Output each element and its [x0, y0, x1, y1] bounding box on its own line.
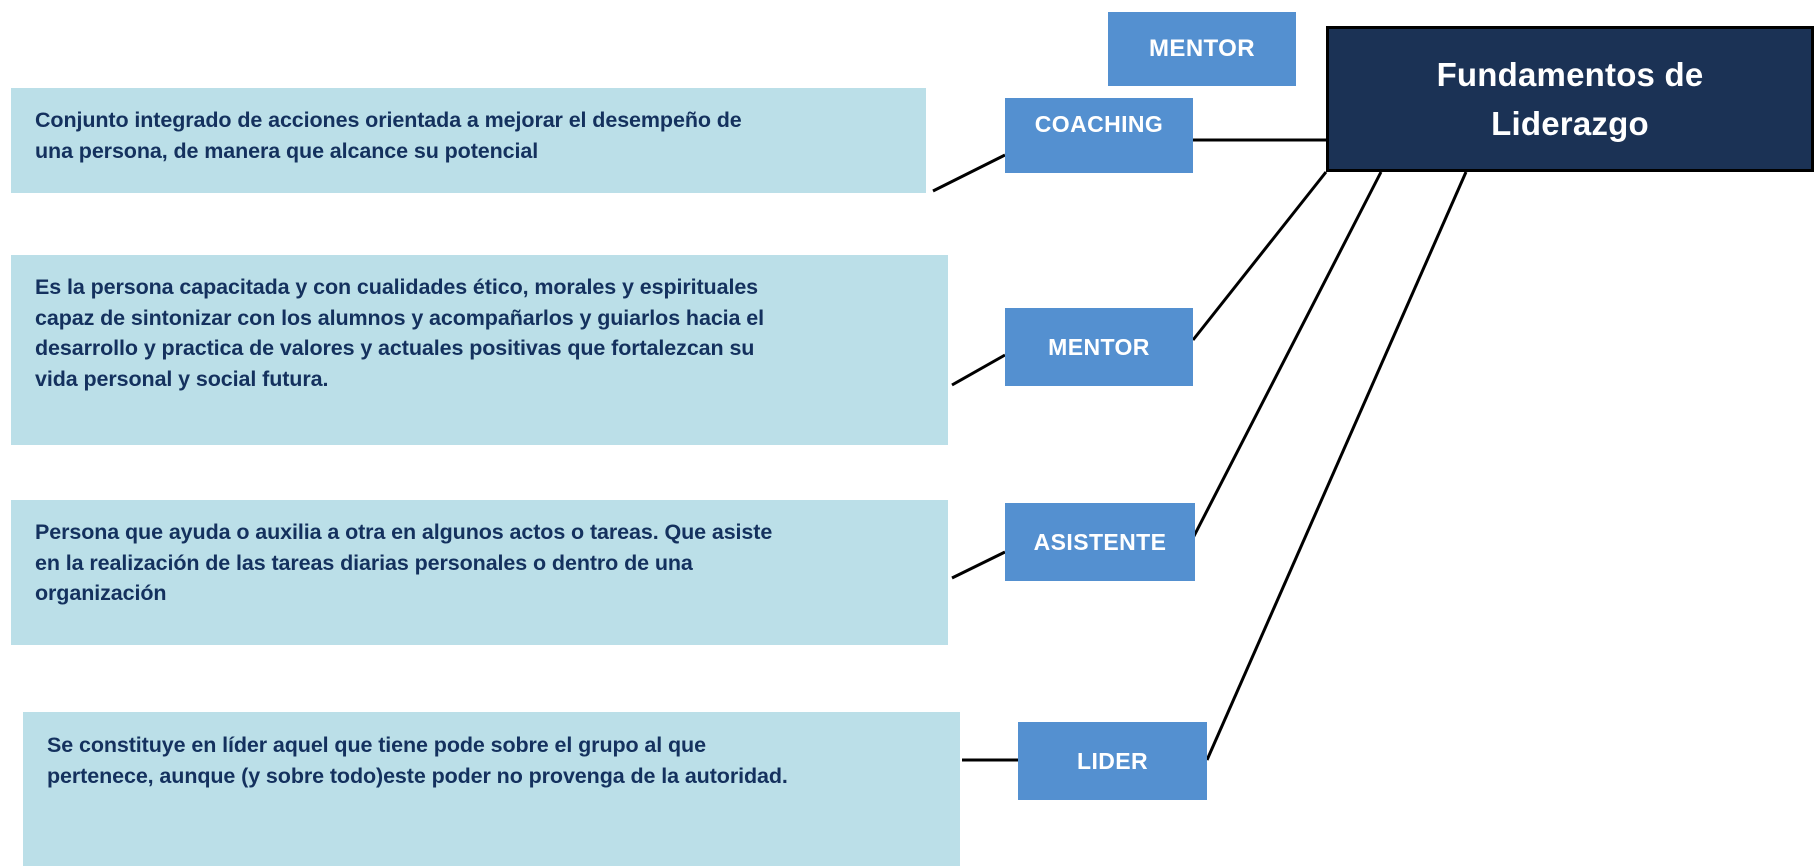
link-root-mentor	[1191, 171, 1328, 341]
description-line: desarrollo y practica de valores y actua…	[35, 336, 755, 361]
description-panel-lider: Se constituye en líder aquel que tiene p…	[23, 712, 960, 866]
link-root-asistente	[1191, 171, 1383, 539]
node-lider[interactable]: LIDER	[1018, 722, 1207, 800]
description-line: una persona, de manera que alcance su po…	[35, 138, 539, 163]
link-desc2-mentor	[951, 353, 1006, 387]
link-desc1-coaching	[932, 153, 1006, 193]
description-line: Se constituye en líder aquel que tiene p…	[47, 733, 706, 757]
node-label: COACHING	[1034, 111, 1164, 137]
link-root-lider	[1205, 171, 1468, 761]
node-asistente[interactable]: ASISTENTE	[1005, 503, 1195, 581]
root-title-line-1: Fundamentos de	[1436, 55, 1704, 93]
root-node-fundamentos-de-liderazgo[interactable]: Fundamentos de Liderazgo	[1326, 26, 1814, 172]
description-line: pertenece, aunque (y sobre todo)este pod…	[47, 763, 788, 788]
description-line: en la realización de las tareas diarias …	[35, 550, 693, 575]
root-title-line-2: Liderazgo	[1491, 105, 1649, 142]
description-panel-mentor: Es la persona capacitada y con cualidade…	[11, 255, 948, 445]
link-desc3-asistente	[951, 550, 1006, 580]
node-coaching[interactable]: COACHING	[1005, 98, 1193, 173]
description-line: vida personal y social futura.	[35, 366, 329, 391]
node-mentor[interactable]: MENTOR	[1005, 308, 1193, 386]
description-line: capaz de sintonizar con los alumnos y ac…	[35, 305, 765, 330]
node-label: MENTOR	[1048, 333, 1150, 360]
description-line: Es la persona capacitada y con cualidade…	[35, 275, 759, 299]
description-panel-coaching: Conjunto integrado de acciones orientada…	[11, 88, 926, 193]
description-line: Persona que ayuda o auxilia a otra en al…	[35, 520, 773, 544]
node-label: MENTOR	[1149, 35, 1255, 62]
node-mentor-floating[interactable]: MENTOR	[1108, 12, 1296, 86]
description-line: Conjunto integrado de acciones orientada…	[35, 108, 742, 132]
node-label: ASISTENTE	[1033, 528, 1167, 555]
node-label: LIDER	[1077, 747, 1148, 774]
description-line: organización	[35, 581, 167, 606]
description-panel-asistente: Persona que ayuda o auxilia a otra en al…	[11, 500, 948, 645]
